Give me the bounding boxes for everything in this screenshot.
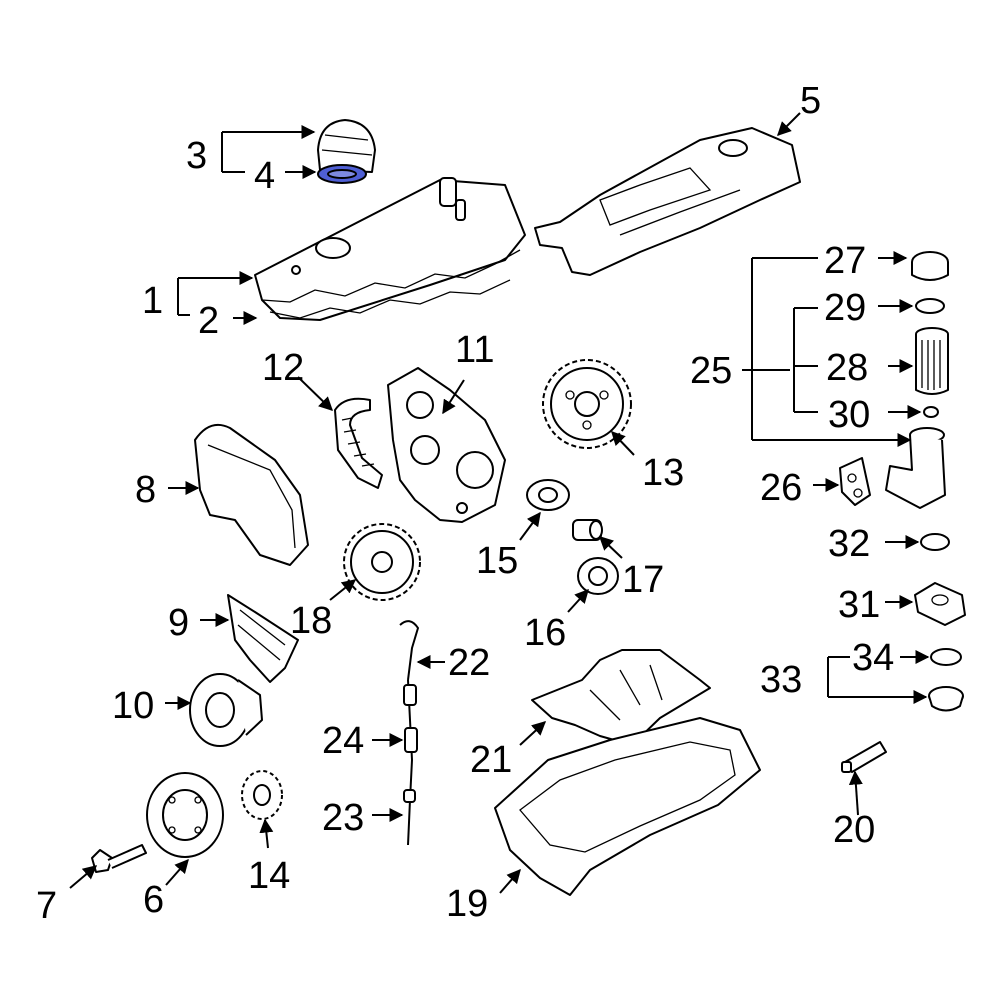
callout-34: 34 [852,637,894,679]
bushing [572,519,603,541]
crankshaft-pulley [146,772,224,858]
callout-19: 19 [446,883,488,925]
o-ring-29 [915,298,945,314]
callout-26: 26 [760,467,802,509]
timing-belt-segment [334,397,383,489]
timing-belt-cover [194,424,309,566]
callout-15: 15 [476,540,518,582]
oil-baffle [531,649,711,746]
callout-27: 27 [824,240,866,282]
callout-8: 8 [135,469,156,511]
callout-2: 2 [198,300,219,342]
o-ring-32 [920,533,950,551]
callout-20: 20 [833,809,875,851]
seal-housing [189,673,263,747]
engine-cover [534,127,801,276]
callout-14: 14 [248,855,290,897]
oil-cooler-cap [928,686,964,712]
callout-4: 4 [254,155,275,197]
dipstick-tube [399,620,419,846]
callout-9: 9 [168,602,189,644]
crankshaft-bolt [91,844,147,873]
oil-filler-cap [317,119,376,173]
callout-6: 6 [143,879,164,921]
callout-7: 7 [36,885,57,927]
callout-23: 23 [322,797,364,839]
callout-16: 16 [524,612,566,654]
callout-24: 24 [322,720,364,762]
tensioner-pulley [526,479,570,511]
camshaft-gear [542,359,632,449]
callout-21: 21 [470,739,512,781]
o-ring-30 [923,406,939,418]
idler-pulley [577,557,619,595]
crankshaft-sprocket [241,770,283,820]
callout-30: 30 [828,394,870,436]
callout-13: 13 [642,452,684,494]
callout-1: 1 [142,280,163,322]
callout-22: 22 [448,642,490,684]
callout-31: 31 [838,584,880,626]
timing-case [387,367,506,523]
callout-5: 5 [800,80,821,122]
callout-10: 10 [112,685,154,727]
filter-housing-gasket [839,457,871,506]
callout-18: 18 [290,600,332,642]
callout-29: 29 [824,287,866,329]
oil-cooler [914,582,966,626]
seal-34 [930,648,962,666]
callout-11: 11 [455,329,494,371]
callout-28: 28 [826,347,868,389]
sealant-tube [841,741,887,773]
callout-3: 3 [186,135,207,177]
leader-lines [69,112,930,894]
crankshaft-gear [343,523,421,601]
callout-12: 12 [262,347,304,389]
callout-25: 25 [690,350,732,392]
oil-filter-housing [885,427,946,509]
callout-33: 33 [760,659,802,701]
callout-labels: 1 2 3 4 5 6 7 8 9 10 11 12 13 14 15 16 1… [36,80,894,927]
oil-filter-cap [911,251,949,281]
timing-cover-plate [227,594,299,683]
callout-32: 32 [828,523,870,565]
oil-filter-element [915,327,949,395]
valve-cover [254,177,526,321]
callout-17: 17 [622,559,664,601]
oil-pan [494,717,761,896]
